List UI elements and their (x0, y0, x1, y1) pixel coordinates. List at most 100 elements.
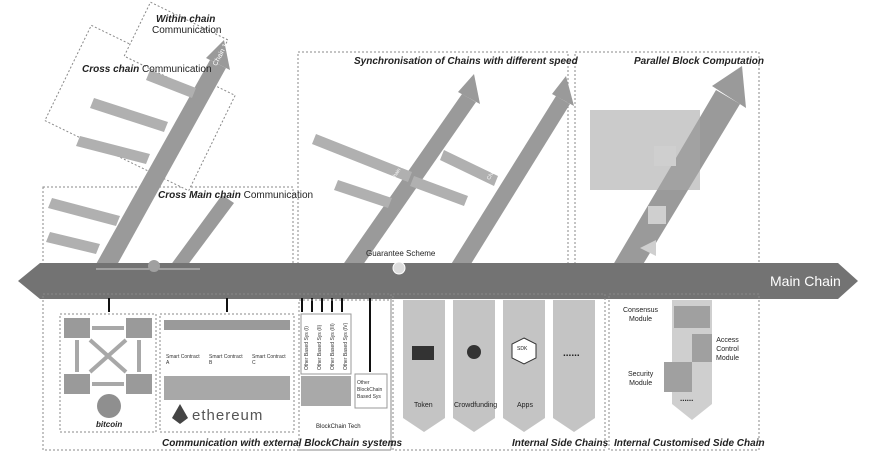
sdk-label: SDK (517, 346, 528, 352)
main-chain-bar (18, 263, 858, 299)
parallel-block-2 (648, 206, 666, 224)
smart-contract-c-name: Smart Contract (252, 354, 286, 360)
access-1: Access (716, 337, 739, 344)
ethereum-label: ethereum (192, 407, 264, 424)
other-based-1: Other (357, 380, 370, 386)
other-sys-2: Other Based Sys (II) (317, 325, 323, 370)
parallel-title: Parallel Block Computation (634, 56, 765, 67)
security-icon (664, 362, 692, 392)
customised-title: Internal Customised Side Chain (614, 438, 765, 449)
blockchain-tech-label: BlockChain Tech (316, 424, 361, 430)
side-chain-token: Token (414, 402, 433, 409)
parallel-diagram-area (590, 110, 700, 190)
customised-more: ...... (680, 394, 694, 403)
fast-chain-bar (342, 94, 476, 272)
sync-branch-4 (410, 176, 468, 206)
security-2: Module (629, 380, 653, 387)
side-chain-columns (403, 300, 595, 432)
parallel-chain-arrowhead (712, 66, 746, 108)
side-chain-more: ...... (563, 348, 580, 359)
cross-main-title-bold: Cross Main chain (158, 190, 241, 201)
main-chain-node (148, 260, 160, 272)
other-sys-4: Other Based Sys (IV) (343, 323, 349, 370)
cross-main-chain-title: Cross Main chain Communication (158, 190, 313, 201)
guarantee-node (392, 261, 406, 275)
bitcoin-label: bitcoin (96, 420, 123, 429)
consensus-2: Module (629, 316, 652, 323)
cross-main-title-rest: Communication (243, 190, 314, 201)
crowdfunding-icon (467, 345, 481, 359)
main-chain-label: Main Chain (770, 273, 841, 289)
side-chain-apps: Apps (517, 402, 533, 409)
other-sys-2-b: Based Sys (II) (317, 324, 323, 357)
other-sys-4-b: Based Sys (IV) (343, 322, 349, 357)
access-2: Control (716, 346, 739, 353)
internal-side-panel (392, 293, 606, 451)
other-systems-labels (300, 313, 352, 375)
other-sys-3: Other Based Sys (III) (330, 323, 336, 370)
sync-branch-1 (312, 134, 412, 182)
other-based-box (354, 373, 388, 409)
other-sys-3-a: Other (330, 357, 336, 370)
other-systems-box (298, 299, 392, 451)
access-3: Module (716, 355, 739, 362)
slow-chain-arrowhead (552, 76, 574, 106)
bitcoin-links (75, 326, 141, 386)
cross-chain-title-bold: Cross chain (82, 64, 140, 75)
token-icon (412, 346, 434, 360)
smart-contract-b-letter: B (209, 360, 213, 366)
cross-main-branch-1 (48, 198, 120, 226)
other-sys-2-a: Other (317, 357, 323, 370)
customised-panel (608, 293, 760, 451)
consensus-icon (674, 306, 710, 328)
within-branch-1 (146, 70, 196, 98)
smart-contract-b-name: Smart Contract (209, 354, 243, 360)
within-chain-title: Within chain (156, 14, 216, 25)
sync-branch-2 (334, 180, 392, 208)
security-1: Security (628, 371, 654, 378)
ethereum-users-bar (164, 376, 290, 400)
ethereum-network-box (159, 313, 295, 433)
sync-branch-3 (440, 150, 498, 186)
cross-chain-title: Cross chain Communication (82, 64, 212, 75)
double-arrows (108, 298, 371, 372)
cross-chain-title-rest: Communication (142, 64, 212, 75)
slow-chain-bar (450, 96, 570, 272)
consensus-1: Consensus (623, 307, 659, 314)
internal-side-title: Internal Side Chains (512, 438, 609, 449)
other-sys-1-b: Based Sys (I) (304, 326, 310, 357)
chain-1-arrowhead (206, 40, 230, 70)
ethereum-chain-bar (164, 320, 290, 330)
bitcoin-nodes (64, 318, 152, 394)
other-sys-1-a: Other (304, 357, 310, 370)
other-based-3: Based Sys (357, 394, 381, 400)
other-sys-4-a: Other (343, 357, 349, 370)
other-based-2: BlockChain (357, 387, 383, 393)
parallel-block-1 (654, 146, 676, 166)
external-title: Communication with external BlockChain s… (162, 438, 403, 449)
sync-title: Synchronisation of Chains with different… (354, 56, 578, 67)
other-sys-1: Other Based Sys (I) (304, 326, 310, 370)
fast-chain-arrowhead (458, 74, 480, 104)
ethereum-logo-icon (172, 404, 188, 424)
other-systems-icons (301, 376, 351, 406)
other-sys-3-b: Based Sys (III) (330, 323, 336, 357)
smart-contract-a-letter: A (166, 360, 170, 366)
chain-1-bar (95, 60, 226, 274)
smart-contract-a-name: Smart Contract (166, 354, 200, 360)
cross-main-branch-2 (46, 232, 100, 254)
bitcoin-network-box (59, 313, 157, 433)
side-chain-crowdfunding: Crowdfunding (454, 402, 498, 409)
guarantee-scheme-label: Guarantee Scheme (366, 249, 436, 258)
cross-branch-1 (90, 98, 168, 132)
parallel-block-3 (640, 240, 656, 256)
within-chain-subtitle: Communication (152, 25, 222, 36)
bitcoin-icon (97, 394, 121, 418)
chain-2-bar (170, 195, 234, 270)
